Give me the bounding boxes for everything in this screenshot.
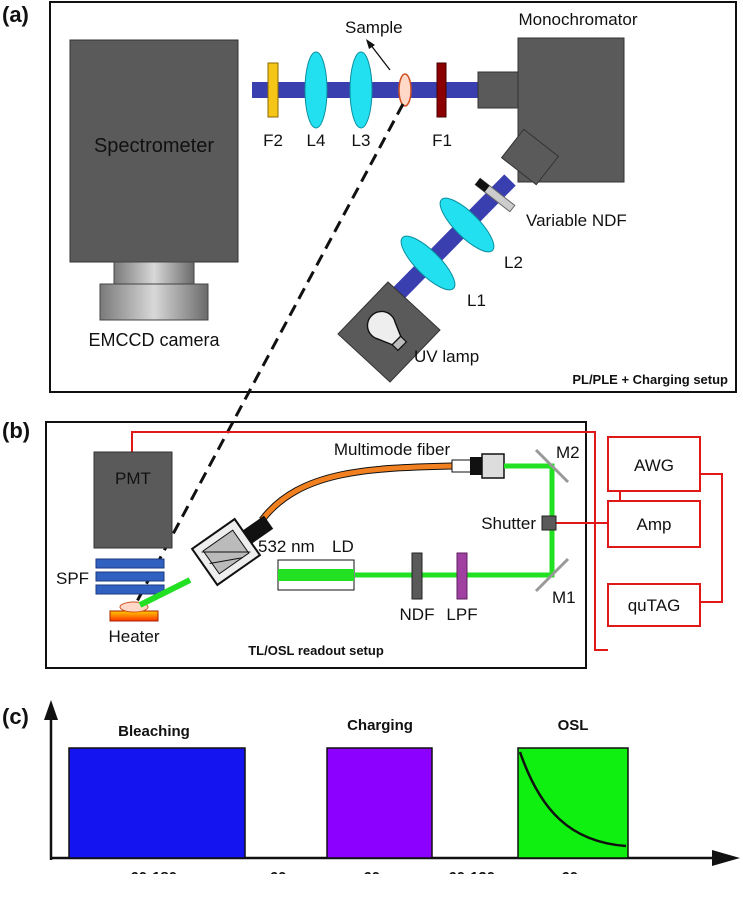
monochromator-port — [477, 71, 519, 109]
filter-f1 — [436, 62, 447, 118]
panel-b-label: (b) — [2, 418, 30, 443]
control-wiring — [131, 431, 723, 651]
l4-label: L4 — [307, 131, 326, 150]
phase-label-osl: OSL — [558, 717, 589, 734]
multimode-fiber — [260, 463, 453, 522]
phase-block-charging — [326, 747, 433, 859]
panel-a-frame — [49, 1, 737, 393]
l3-label: L3 — [352, 131, 371, 150]
pmt-label: PMT — [115, 469, 151, 488]
phase-block-osl — [517, 747, 629, 859]
monochromator-label: Monochromator — [518, 10, 637, 29]
bulb-icon — [366, 310, 408, 352]
qutag-box — [607, 583, 701, 627]
spf-plate-3 — [95, 584, 165, 595]
sample-transfer-line — [132, 103, 405, 608]
lens-l1 — [400, 235, 456, 291]
monochromator-exit — [500, 128, 560, 186]
pmt-box — [93, 451, 173, 549]
phase-label-bleaching: Bleaching — [118, 723, 190, 740]
amp-box — [607, 500, 701, 548]
panel-a-label: (a) — [2, 2, 29, 27]
panel-b-footer: TL/OSL readout setup — [248, 643, 384, 658]
lens-l4 — [304, 51, 328, 129]
shutter-box — [541, 515, 557, 531]
amp-label: Amp — [637, 515, 672, 534]
bottom-crop — [0, 874, 743, 900]
filter-f2 — [267, 62, 279, 118]
f2-label: F2 — [263, 131, 283, 150]
fiber-label: Multimode fiber — [334, 440, 451, 459]
f1-label: F1 — [432, 131, 452, 150]
phase-label-charging: Charging — [347, 717, 413, 734]
spectrometer-box — [69, 39, 239, 263]
fiber-connector-body — [470, 457, 482, 475]
panel-b-frame — [45, 421, 587, 669]
qutag-label: quTAG — [628, 596, 681, 615]
phase-block-bleaching — [68, 747, 246, 859]
awg-label: AWG — [634, 456, 674, 475]
panel-a-footer: PL/PLE + Charging setup — [572, 372, 728, 387]
panel-c: (c) Bleaching Charging OSL 60-180 s ~60 … — [2, 700, 740, 886]
panel-c-label: (c) — [2, 704, 29, 729]
camera-label: EMCCD camera — [88, 330, 220, 350]
m2-label: M2 — [556, 443, 580, 462]
fiber-coupler — [481, 453, 505, 479]
spf-label: SPF — [56, 569, 89, 588]
spf-plate-1 — [95, 558, 165, 569]
ndf-filter — [411, 552, 423, 600]
awg-box — [607, 436, 701, 492]
laser-wavelength-label: 532 nm — [258, 537, 315, 556]
fiber-connector-sleeve — [451, 459, 473, 473]
vertical-axis-arrowhead — [44, 700, 58, 720]
camera-body — [99, 283, 209, 321]
laser-diode-beam — [278, 569, 354, 581]
variable-ndf-dark-end — [475, 178, 490, 192]
laser-diode-label: LD — [332, 537, 354, 556]
l1-label: L1 — [467, 291, 486, 310]
camera-neck — [113, 261, 195, 285]
panel-b: (b) TL/OSL readout setup PMT SPF Heater … — [2, 418, 723, 669]
heater-label: Heater — [108, 627, 159, 646]
m1-label: M1 — [552, 588, 576, 607]
mirror-m1 — [534, 557, 570, 593]
variable-ndf-label: Variable NDF — [526, 211, 627, 230]
lens-l3 — [349, 51, 373, 129]
ndf-label: NDF — [400, 605, 435, 624]
sample-label: Sample — [345, 18, 403, 37]
lens-l2 — [439, 197, 495, 253]
l2-label: L2 — [504, 253, 523, 272]
lpf-filter — [456, 552, 468, 600]
excitation-beam — [138, 577, 192, 608]
spectrometer-label: Spectrometer — [94, 135, 214, 157]
sample-arrow — [369, 43, 391, 71]
collimator — [190, 515, 274, 587]
lpf-label: LPF — [446, 605, 477, 624]
spf-plate-2 — [95, 571, 165, 582]
sample-arrowhead — [366, 39, 375, 49]
diagonal-beam — [386, 174, 516, 306]
shutter-label: Shutter — [481, 514, 536, 533]
sample-disk — [398, 73, 412, 107]
horizontal-axis-arrowhead — [712, 850, 740, 866]
panel-a: (a) PL/PLE + Charging setup Spectrometer… — [2, 1, 737, 393]
mirror-m2 — [534, 448, 570, 484]
uv-lamp-label: UV lamp — [414, 347, 479, 366]
osl-decay-curve — [518, 751, 627, 848]
